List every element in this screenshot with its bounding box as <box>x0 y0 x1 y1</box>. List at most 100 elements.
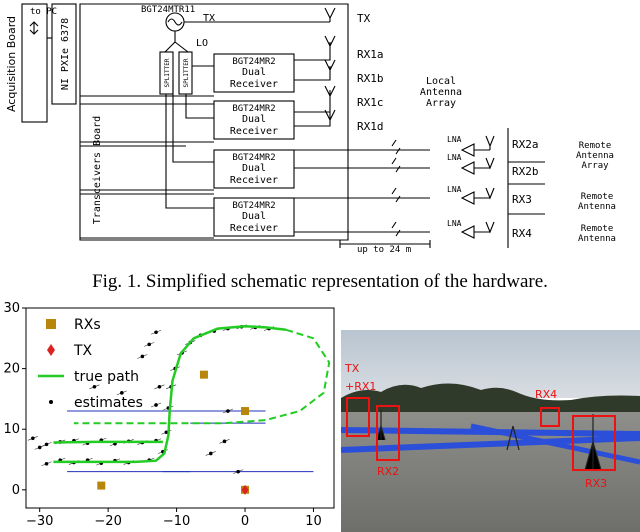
remote-antenna-4-label-2: Antenna <box>578 234 616 244</box>
legend-label-0: RXs <box>74 317 101 333</box>
svg-text:BGT24MR2: BGT24MR2 <box>232 153 275 163</box>
estimate-point-41 <box>37 445 42 450</box>
estimate-point-18 <box>164 430 169 435</box>
tx-line-label: TX <box>203 13 215 24</box>
photo-label-rx1: +RX1 <box>345 380 376 393</box>
x-tick-label-3: 0 <box>241 514 249 529</box>
daq-box <box>51 3 77 105</box>
svg-text:Dual: Dual <box>242 163 266 174</box>
x-tick-label-0: −30 <box>26 514 53 529</box>
pc-link-arrows <box>29 21 39 35</box>
estimate-point-0 <box>44 442 49 447</box>
photo-box-rx4 <box>540 407 560 427</box>
local-array-label-1: Local <box>426 76 456 87</box>
remote-antenna-3-label-1: Remote <box>581 192 614 202</box>
figure-caption: Fig. 1. Simplified schematic representat… <box>92 271 548 292</box>
remote-antenna-4-label-1: Remote <box>581 224 614 234</box>
tx-marker <box>241 484 249 495</box>
remote-array-label-1: Remote <box>579 141 612 151</box>
svg-text:Receiver: Receiver <box>230 79 278 90</box>
rx1c-label: RX1c <box>357 96 384 109</box>
receiver-4: BGT24MR2 Dual Receiver <box>213 197 295 237</box>
lna-label-4: LNA <box>447 219 462 228</box>
legend-label-2: true path <box>74 369 139 385</box>
estimate-point-34 <box>154 403 158 407</box>
receiver-3: BGT24MR2 Dual Receiver <box>213 149 295 189</box>
remote-array-label-3: Array <box>581 161 609 171</box>
remote-cables <box>294 149 430 233</box>
estimate-point-39 <box>226 409 230 413</box>
tree-line <box>341 383 640 414</box>
lna-icons <box>460 143 475 239</box>
local-array-label-3: Array <box>426 98 456 109</box>
field-scene: TX +RX1 RX2 RX4 RX3 <box>341 330 640 532</box>
hardware-schematic: Acquisition Board to PC NI PXIe 6378 Tra… <box>5 3 616 255</box>
svg-text:Receiver: Receiver <box>230 223 278 234</box>
true-path-lower-branch <box>53 440 163 444</box>
estimate-point-37 <box>209 451 213 456</box>
local-array-label-2: Antenna <box>420 87 462 98</box>
y-tick-label-3: 30 <box>3 301 20 316</box>
sine-wave-icon <box>167 18 183 26</box>
receiver-1: BGT24MR2 Dual Receiver <box>213 53 295 93</box>
receiver-2: BGT24MR2 Dual Receiver <box>213 100 295 140</box>
rx1b-label: RX1b <box>357 72 384 85</box>
cable-break-marks <box>391 139 401 237</box>
acquisition-board-frame <box>21 3 48 123</box>
transceivers-board-label: Transceivers Board <box>92 116 103 224</box>
rx-marker-1 <box>199 370 208 379</box>
rx2a-label: RX2a <box>512 138 539 151</box>
y-tick-label-2: 20 <box>3 362 20 377</box>
estimate-point-33 <box>157 384 162 389</box>
estimate-point-40 <box>236 469 240 474</box>
if-output-lines <box>80 95 214 239</box>
lo-split <box>164 41 189 53</box>
cable-length-label: up to 24 m <box>357 245 411 255</box>
lna-label-1: LNA <box>447 135 462 144</box>
estimate-point-30 <box>154 330 158 335</box>
local-antenna-feeds <box>294 42 331 127</box>
remote-array-label-2: Antenna <box>576 151 614 161</box>
remote-antenna-3-label-2: Antenna <box>578 202 616 212</box>
sky <box>341 330 640 398</box>
legend-label-3: estimates <box>74 395 143 411</box>
to-pc-label: to PC <box>30 7 57 17</box>
true-path <box>53 324 331 464</box>
rx-marker-2 <box>241 407 250 416</box>
rx-marker-0 <box>97 481 106 490</box>
remote-antenna-icons <box>485 135 495 234</box>
estimate-point-36 <box>120 391 124 395</box>
acquisition-board-label: Acquisition Board <box>5 16 18 112</box>
antenna-icons <box>324 7 336 122</box>
blue-tape-2 <box>341 435 640 453</box>
rx1a-label: RX1a <box>357 48 384 61</box>
svg-text:Dual: Dual <box>242 114 266 125</box>
photo-label-rx2: RX2 <box>377 465 399 478</box>
rx-tx-markers <box>97 370 250 495</box>
tx-port-label: TX <box>357 12 371 25</box>
estimate-point-9 <box>44 461 49 466</box>
photo-label-rx4: RX4 <box>535 388 557 401</box>
rx4-label: RX4 <box>512 227 532 240</box>
svg-text:BGT24MR2: BGT24MR2 <box>232 57 275 67</box>
estimate-point-31 <box>147 342 151 347</box>
field-photo: TX +RX1 RX2 RX4 RX3 <box>341 330 640 532</box>
svg-text:BGT24MR2: BGT24MR2 <box>232 104 275 114</box>
estimate-point-32 <box>140 354 145 359</box>
x-tick-label-4: 10 <box>305 514 322 529</box>
daq-label: NI PXIe 6378 <box>60 18 71 90</box>
tripods <box>376 410 602 471</box>
estimate-point-35 <box>92 384 97 389</box>
blue-tape-3 <box>470 423 640 465</box>
transmitter-label: BGT24MTR11 <box>141 5 195 15</box>
true-path-solid <box>53 324 287 464</box>
y-tick-label-1: 10 <box>3 422 20 437</box>
true-path-dashed <box>73 328 331 425</box>
estimate-point-42 <box>31 436 35 441</box>
rx1d-label: RX1d <box>357 120 384 133</box>
y-tick-label-0: 0 <box>12 483 20 498</box>
photo-label-rx3: RX3 <box>585 477 607 490</box>
